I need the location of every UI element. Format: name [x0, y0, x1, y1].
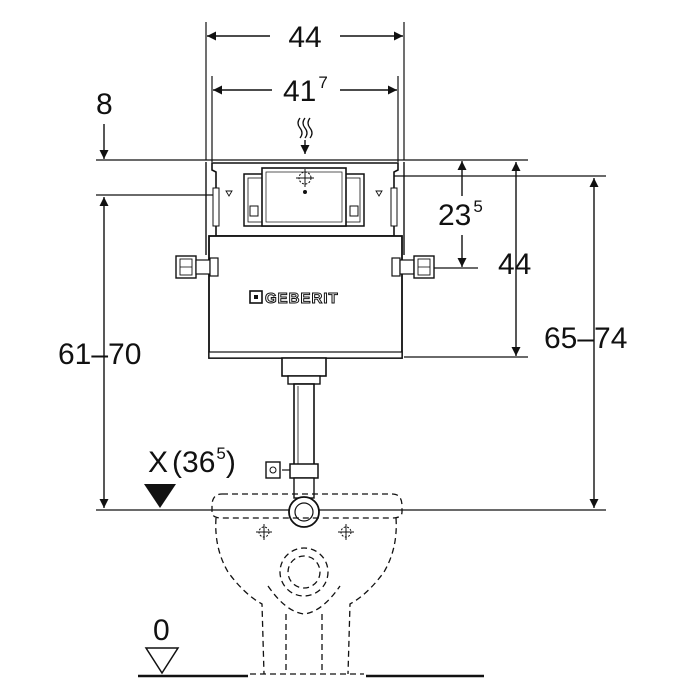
toilet-bowl	[211, 493, 403, 675]
crosshair-icon	[296, 169, 314, 187]
bowl-fixing-points	[256, 524, 354, 540]
label-floor-level: 0	[153, 614, 170, 647]
level-marker-left-icon	[225, 190, 233, 197]
x-level-marker-icon	[144, 484, 176, 508]
extension-lines	[96, 22, 606, 511]
actuator-plate	[261, 167, 347, 227]
label-left-range: 61–70	[58, 338, 141, 371]
flush-indicator	[297, 117, 313, 154]
label-outer-width: 44	[288, 21, 321, 54]
mounting-bracket-left	[175, 255, 219, 279]
geberit-logo: GEBERIT	[249, 290, 339, 308]
cistern: GEBERIT	[175, 162, 435, 359]
label-cistern-height: 44	[498, 248, 531, 281]
cistern-body	[208, 235, 403, 359]
level-marker-right-icon	[375, 190, 383, 197]
mounting-bracket-right	[391, 255, 435, 279]
label-right-range: 65–74	[544, 322, 627, 355]
label-top-offset: 8	[96, 88, 113, 121]
label-x-level: X(365)	[148, 444, 236, 479]
dimension-arrows	[99, 31, 599, 508]
cistern-bottom-rim	[208, 351, 403, 359]
floor-level-marker-icon	[144, 647, 180, 675]
svg-text:GEBERIT: GEBERIT	[265, 290, 339, 307]
floor-line	[138, 647, 484, 678]
flush-pipe	[265, 357, 327, 528]
